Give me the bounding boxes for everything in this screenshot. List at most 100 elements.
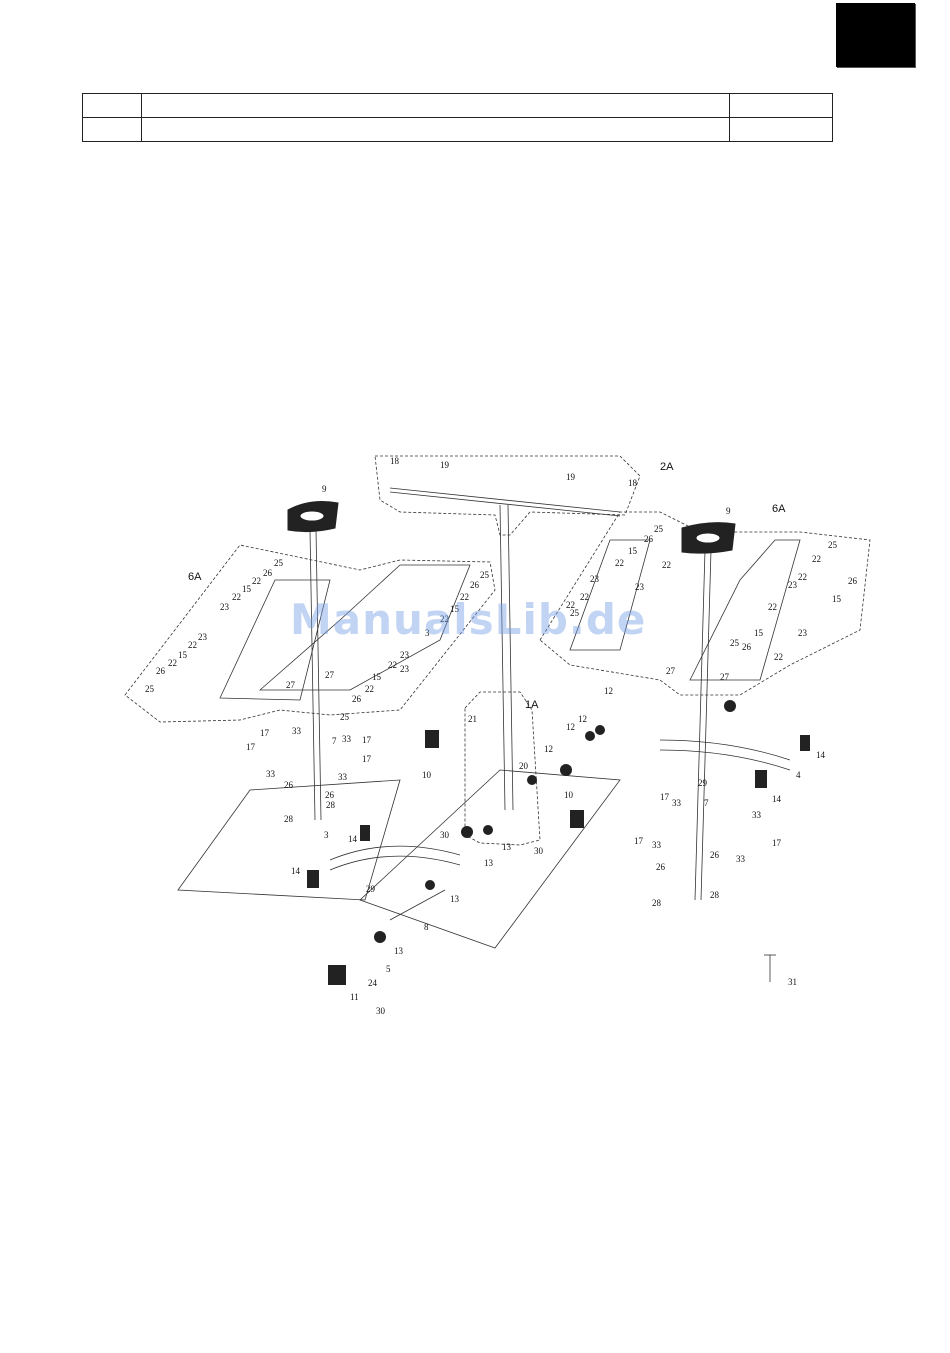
part-label: 23	[400, 650, 410, 660]
part-label: 14	[348, 834, 358, 844]
part-label: 33	[752, 810, 762, 820]
plane-right-upper	[569, 539, 651, 651]
part-label: 26	[352, 694, 362, 704]
part-label: 15	[372, 672, 382, 682]
hardware	[307, 700, 810, 985]
part-label: 22	[188, 640, 197, 650]
pedals	[287, 501, 736, 554]
part-label: 13	[394, 946, 404, 956]
part-label: 23	[400, 664, 410, 674]
part-label: 33	[736, 854, 746, 864]
part-label: 14	[772, 794, 782, 804]
part-label: 22	[388, 660, 397, 670]
part-label: 26	[470, 580, 480, 590]
part-label: 22	[168, 658, 177, 668]
plane-right-lower	[689, 539, 801, 681]
plane-left-lower	[258, 564, 471, 691]
part-label: 22	[440, 614, 449, 624]
group-6a-right-outline	[539, 511, 871, 696]
part-label: 5	[386, 964, 391, 974]
part-label: 15	[628, 546, 638, 556]
part-label: 26	[656, 862, 666, 872]
part-label: 28	[326, 800, 336, 810]
part-label: 6A	[188, 571, 202, 583]
part-label: 25	[340, 712, 350, 722]
part-label: 12	[566, 722, 575, 732]
part-label: 25	[730, 638, 740, 648]
part-label: 33	[338, 772, 348, 782]
part-label: 7	[332, 736, 337, 746]
left-post	[309, 529, 316, 821]
part-label: 27	[286, 680, 296, 690]
group-6a-left-outline	[124, 544, 496, 723]
plane-base-center	[359, 769, 621, 949]
part-label: 30	[440, 830, 450, 840]
part-label: 15	[754, 628, 764, 638]
exploded-parts-diagram: 2A 6A 6A 1A 18 19 19 18 9 9 25 26 22 15 …	[100, 440, 880, 1040]
part-label: 13	[484, 858, 494, 868]
part-label: 19	[566, 472, 576, 482]
right-post	[694, 549, 706, 901]
part-label: 27	[666, 666, 676, 676]
part-label: 3	[425, 628, 430, 638]
part-label: 25	[480, 570, 490, 580]
part-label: 15	[178, 650, 188, 660]
part-label: 22	[252, 576, 261, 586]
part-label: 26	[156, 666, 166, 676]
left-post-edge	[315, 529, 322, 821]
part-label: 23	[198, 632, 208, 642]
part-label: 28	[652, 898, 662, 908]
part-label: 6A	[772, 503, 786, 515]
part-label: 17	[362, 754, 372, 764]
right-post-edge	[700, 549, 712, 901]
plane-base-left	[177, 779, 401, 901]
part-label: 28	[710, 890, 720, 900]
watermark-text: ManualsLib.de	[290, 595, 647, 644]
part-label: 10	[422, 770, 432, 780]
part-label: 18	[390, 456, 400, 466]
part-label: 9	[726, 506, 731, 516]
part-label: 12	[604, 686, 613, 696]
part-label: 17	[362, 735, 372, 745]
part-label: 15	[832, 594, 842, 604]
part-label: 33	[292, 726, 302, 736]
part-label: 33	[652, 840, 662, 850]
table-column-divider	[729, 94, 730, 141]
part-label: 29	[698, 778, 708, 788]
part-label: 17	[634, 836, 644, 846]
part-label: 21	[468, 714, 477, 724]
part-label: 13	[502, 842, 512, 852]
part-label: 25	[145, 684, 155, 694]
part-label: 15	[450, 604, 460, 614]
part-label: 33	[342, 734, 352, 744]
handle-bar	[389, 487, 621, 513]
right-curved-link-edge	[659, 749, 791, 771]
part-label: 25	[654, 524, 664, 534]
part-label: 18	[628, 478, 638, 488]
part-label: 17	[260, 728, 270, 738]
part-label: 22	[566, 600, 575, 610]
table-column-divider	[141, 94, 142, 141]
part-label: 3	[324, 830, 329, 840]
part-label: 22	[580, 592, 589, 602]
part-label: 20	[519, 761, 529, 771]
part-label: 27	[325, 670, 335, 680]
part-label: 2A	[660, 461, 674, 473]
part-label: 23	[798, 628, 808, 638]
part-label: 29	[366, 884, 376, 894]
left-curved-link	[329, 845, 461, 861]
part-label: 30	[376, 1006, 386, 1016]
part-label: 30	[534, 846, 544, 856]
part-label: 11	[350, 992, 359, 1002]
part-label: 26	[284, 780, 294, 790]
plane-left-upper	[219, 579, 331, 701]
parts-table-header	[82, 93, 833, 142]
part-label: 22	[365, 684, 374, 694]
part-label: 4	[796, 770, 801, 780]
handle-post	[499, 504, 506, 811]
part-label: 14	[816, 750, 826, 760]
part-label: 17	[772, 838, 782, 848]
page-corner-tab	[836, 3, 915, 67]
part-label: 22	[662, 560, 671, 570]
part-label: 26	[742, 642, 752, 652]
